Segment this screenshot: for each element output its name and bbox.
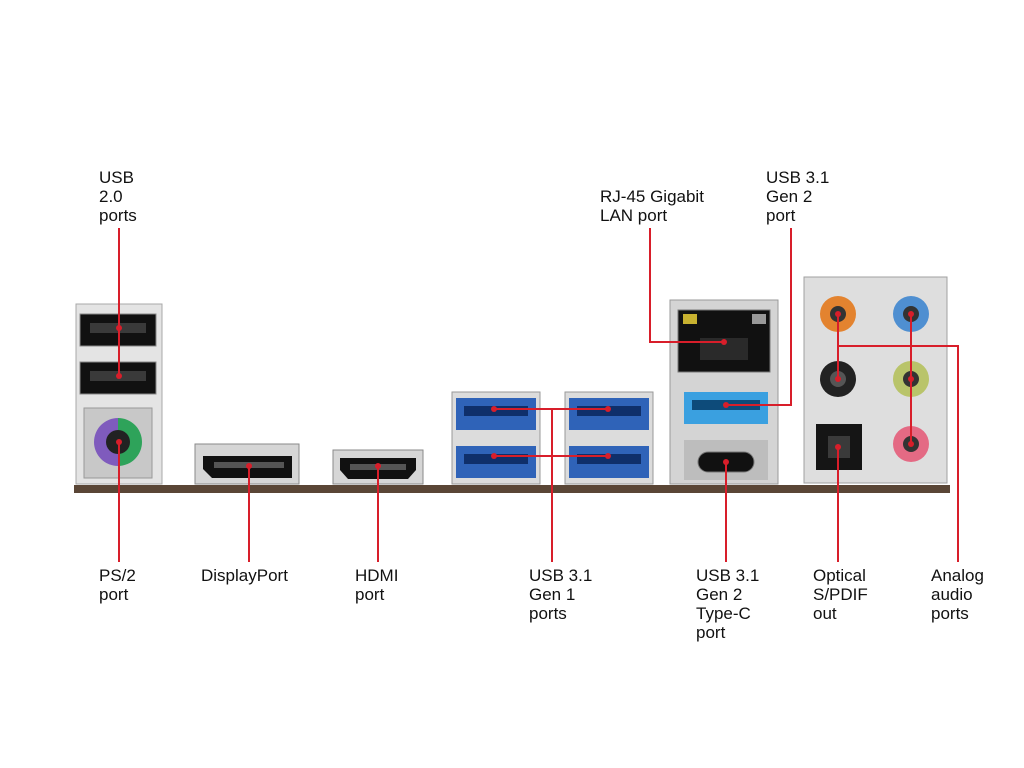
label-line: Type-C: [696, 604, 751, 623]
label-optical-spdif-out: Optical S/PDIF out: [813, 566, 868, 623]
label-line: ports: [931, 604, 969, 623]
label-line: S/PDIF: [813, 585, 868, 604]
label-line: ports: [529, 604, 567, 623]
label-usb31-gen1-ports: USB 3.1 Gen 1 ports: [529, 566, 592, 623]
lan-usb-typec-stack: [669, 299, 779, 485]
label-analog-audio-ports: Analog audio ports: [931, 566, 984, 623]
label-line: DisplayPort: [201, 566, 288, 585]
leader-dots: [116, 311, 914, 469]
label-line: HDMI: [355, 566, 399, 585]
label-ps2-port: PS/2 port: [99, 566, 136, 604]
label-line: PS/2: [99, 566, 136, 585]
label-line: audio: [931, 585, 973, 604]
leader-analog: [838, 345, 959, 562]
label-line: ports: [99, 206, 137, 225]
label-line: USB 3.1: [529, 566, 593, 585]
usb31g1-stack-left: [451, 391, 541, 485]
label-line: 2.0: [99, 187, 123, 206]
audio-block: [803, 276, 948, 484]
label-line: RJ-45 Gigabit: [600, 187, 704, 206]
leader-lines: [118, 228, 959, 562]
leader-usb31g2: [726, 228, 792, 406]
label-usb31-gen2-typec-port: USB 3.1 Gen 2 Type-C port: [696, 566, 759, 642]
usb31g1-stack-right: [564, 391, 654, 485]
label-displayport: DisplayPort: [201, 566, 288, 585]
label-line: Analog: [931, 566, 984, 585]
label-line: port: [355, 585, 385, 604]
label-line: Gen 1: [529, 585, 576, 604]
label-rj45-lan-port: RJ-45 Gigabit LAN port: [600, 187, 704, 225]
label-line: port: [99, 585, 129, 604]
label-line: USB: [99, 168, 134, 187]
label-usb31-gen2-port: USB 3.1 Gen 2 port: [766, 168, 829, 225]
label-usb20-ports: USB 2.0 ports: [99, 168, 137, 225]
label-line: out: [813, 604, 837, 623]
label-line: LAN port: [600, 206, 668, 225]
label-line: Gen 2: [696, 585, 743, 604]
label-line: Gen 2: [766, 187, 813, 206]
label-hdmi-port: HDMI port: [355, 566, 398, 604]
label-line: USB 3.1: [766, 168, 830, 187]
label-line: port: [766, 206, 796, 225]
pcb-strip: [74, 485, 950, 493]
leader-rj45: [649, 228, 724, 343]
label-line: port: [696, 623, 726, 642]
label-line: USB 3.1: [696, 566, 760, 585]
label-line: Optical: [813, 566, 866, 585]
